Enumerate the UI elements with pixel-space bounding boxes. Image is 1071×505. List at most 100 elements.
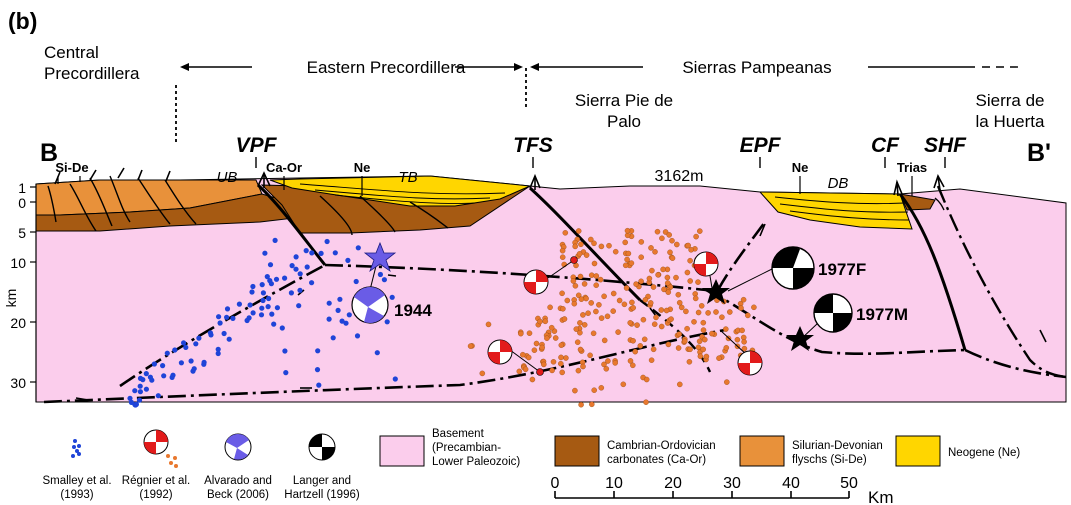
smalley-quake-dot [137,375,144,381]
legend-regnier-line1: Régnier et al. [122,475,190,487]
regnier-quake-dot [624,227,631,234]
regnier-quake-dot [661,286,667,293]
regnier-quake-dot [596,302,602,308]
smalley-quake-dot [296,303,302,309]
smalley-quake-dot [193,341,199,347]
region-pie-de-palo-line1: Sierra Pie de [575,91,673,110]
smalley-quake-dot [335,307,341,313]
regnier-quake-dot [622,262,629,269]
regnier-quake-dot [529,376,536,383]
regnier-quake-dot [539,344,545,351]
basin-label-ub: UB [217,169,238,186]
smalley-quake-dot [247,302,253,308]
regnier-quake-dot [687,257,693,264]
regnier-quake-dot [633,281,639,287]
smalley-quake-dot [188,358,194,364]
smalley-quake-dot [208,332,214,338]
smalley-quake-dot [326,316,332,322]
smalley-quake-dot [266,295,272,302]
regnier-quake-dot [659,235,665,242]
regnier-quake-dot [695,309,702,316]
regnier-quake-dot [660,266,666,273]
legend-flysch-line2: flyschs (Si-De) [792,454,867,466]
regnier-quake-dot [593,282,599,288]
smalley-quake-dot [151,361,157,367]
regnier-quake-dot [591,260,598,267]
fault-label-epf: EPF [740,134,782,157]
smalley-quake-dot [258,312,265,318]
regnier-quake-dot [580,363,586,370]
regnier-quake-dot [623,285,630,291]
regnier-quake-dot [593,308,599,315]
legend-basement-swatch [379,435,425,467]
regnier-quake-dot [687,278,693,284]
legend-alvarado-line2: Beck (2006) [207,489,269,501]
smalley-quake-dot [303,248,309,254]
regnier-quake-dot [630,305,636,311]
regnier-quake-dot [641,336,648,343]
regnier-quake-dot [577,329,583,336]
legend-smalley-symbol [71,439,81,458]
regnier-mechanism-beachball [693,251,719,277]
regnier-quake-dot [531,347,538,353]
regnier-quake-dot [655,272,661,278]
regnier-quake-dot [559,369,565,376]
regnier-quake-dot [741,345,748,352]
regnier-quake-dot [688,247,694,253]
regnier-quake-dot [541,361,547,368]
legend-langer-symbol [308,433,336,461]
smalley-quake-dot [259,305,265,311]
regnier-quake-dot [577,346,584,353]
smalley-quake-dot [181,340,187,346]
regnier-quake-dot [621,301,628,308]
regnier-quake-dot [581,322,588,328]
regnier-quake-dot [467,343,474,349]
regnier-quake-dot [593,273,600,279]
smalley-quake-dot [355,245,361,251]
smalley-quake-dot [282,348,288,354]
section-end-right: B' [1027,139,1051,167]
legend-smalley-line1: Smalley et al. [42,475,111,487]
smalley-quake-dot [392,376,398,382]
regnier-quake-dot [658,323,665,330]
regnier-quake-dot [697,228,703,234]
regnier-quake-dot [632,348,638,355]
regnier-quake-dot [533,340,540,347]
regnier-quake-dot [575,228,582,234]
regnier-quake-dot [650,284,657,290]
smalley-quake-dot [246,315,252,321]
smalley-quake-dot [297,271,303,277]
regnier-quake-dot [674,241,680,248]
smalley-seismicity [127,237,398,408]
regnier-quake-dot [577,320,583,326]
legend-regnier-symbol [143,429,169,455]
smalley-quake-dot [260,290,266,296]
smalley-quake-dot [224,306,231,312]
fault-label-tfs: TFS [513,134,553,157]
smalley-quake-dot [288,290,294,296]
legend-basement-line3: Lower Paleozoic) [432,456,520,468]
regnier-quake-dot [547,304,553,311]
regnier-quake-dot [603,366,610,372]
smalley-quake-dot [226,336,232,342]
smalley-quake-dot [221,330,227,337]
regnier-quake-dot [665,289,672,295]
regnier-mechanism-beachball [523,269,549,295]
mechanism-1977f-beachball [771,246,815,290]
regnier-quake-dot [560,306,566,312]
eastern-arrowhead-left [180,63,189,71]
regnier-quake-dot [738,305,744,311]
regnier-quake-dot [520,351,526,358]
smalley-quake-dot [230,315,236,321]
regnier-quake-dot [559,254,566,260]
regnier-quake-dot [601,293,607,300]
regnier-quake-dot [561,316,568,322]
regnier-quake-dot [691,319,697,325]
scale-tick-40: 40 [782,475,800,492]
regnier-quake-dot [563,355,569,361]
regnier-quake-dot [700,327,707,333]
smalley-quake-dot [249,289,255,295]
regnier-quake-dot [581,281,588,287]
regnier-quake-dot [583,295,589,302]
region-pie-de-palo-line2: Palo [607,112,641,131]
